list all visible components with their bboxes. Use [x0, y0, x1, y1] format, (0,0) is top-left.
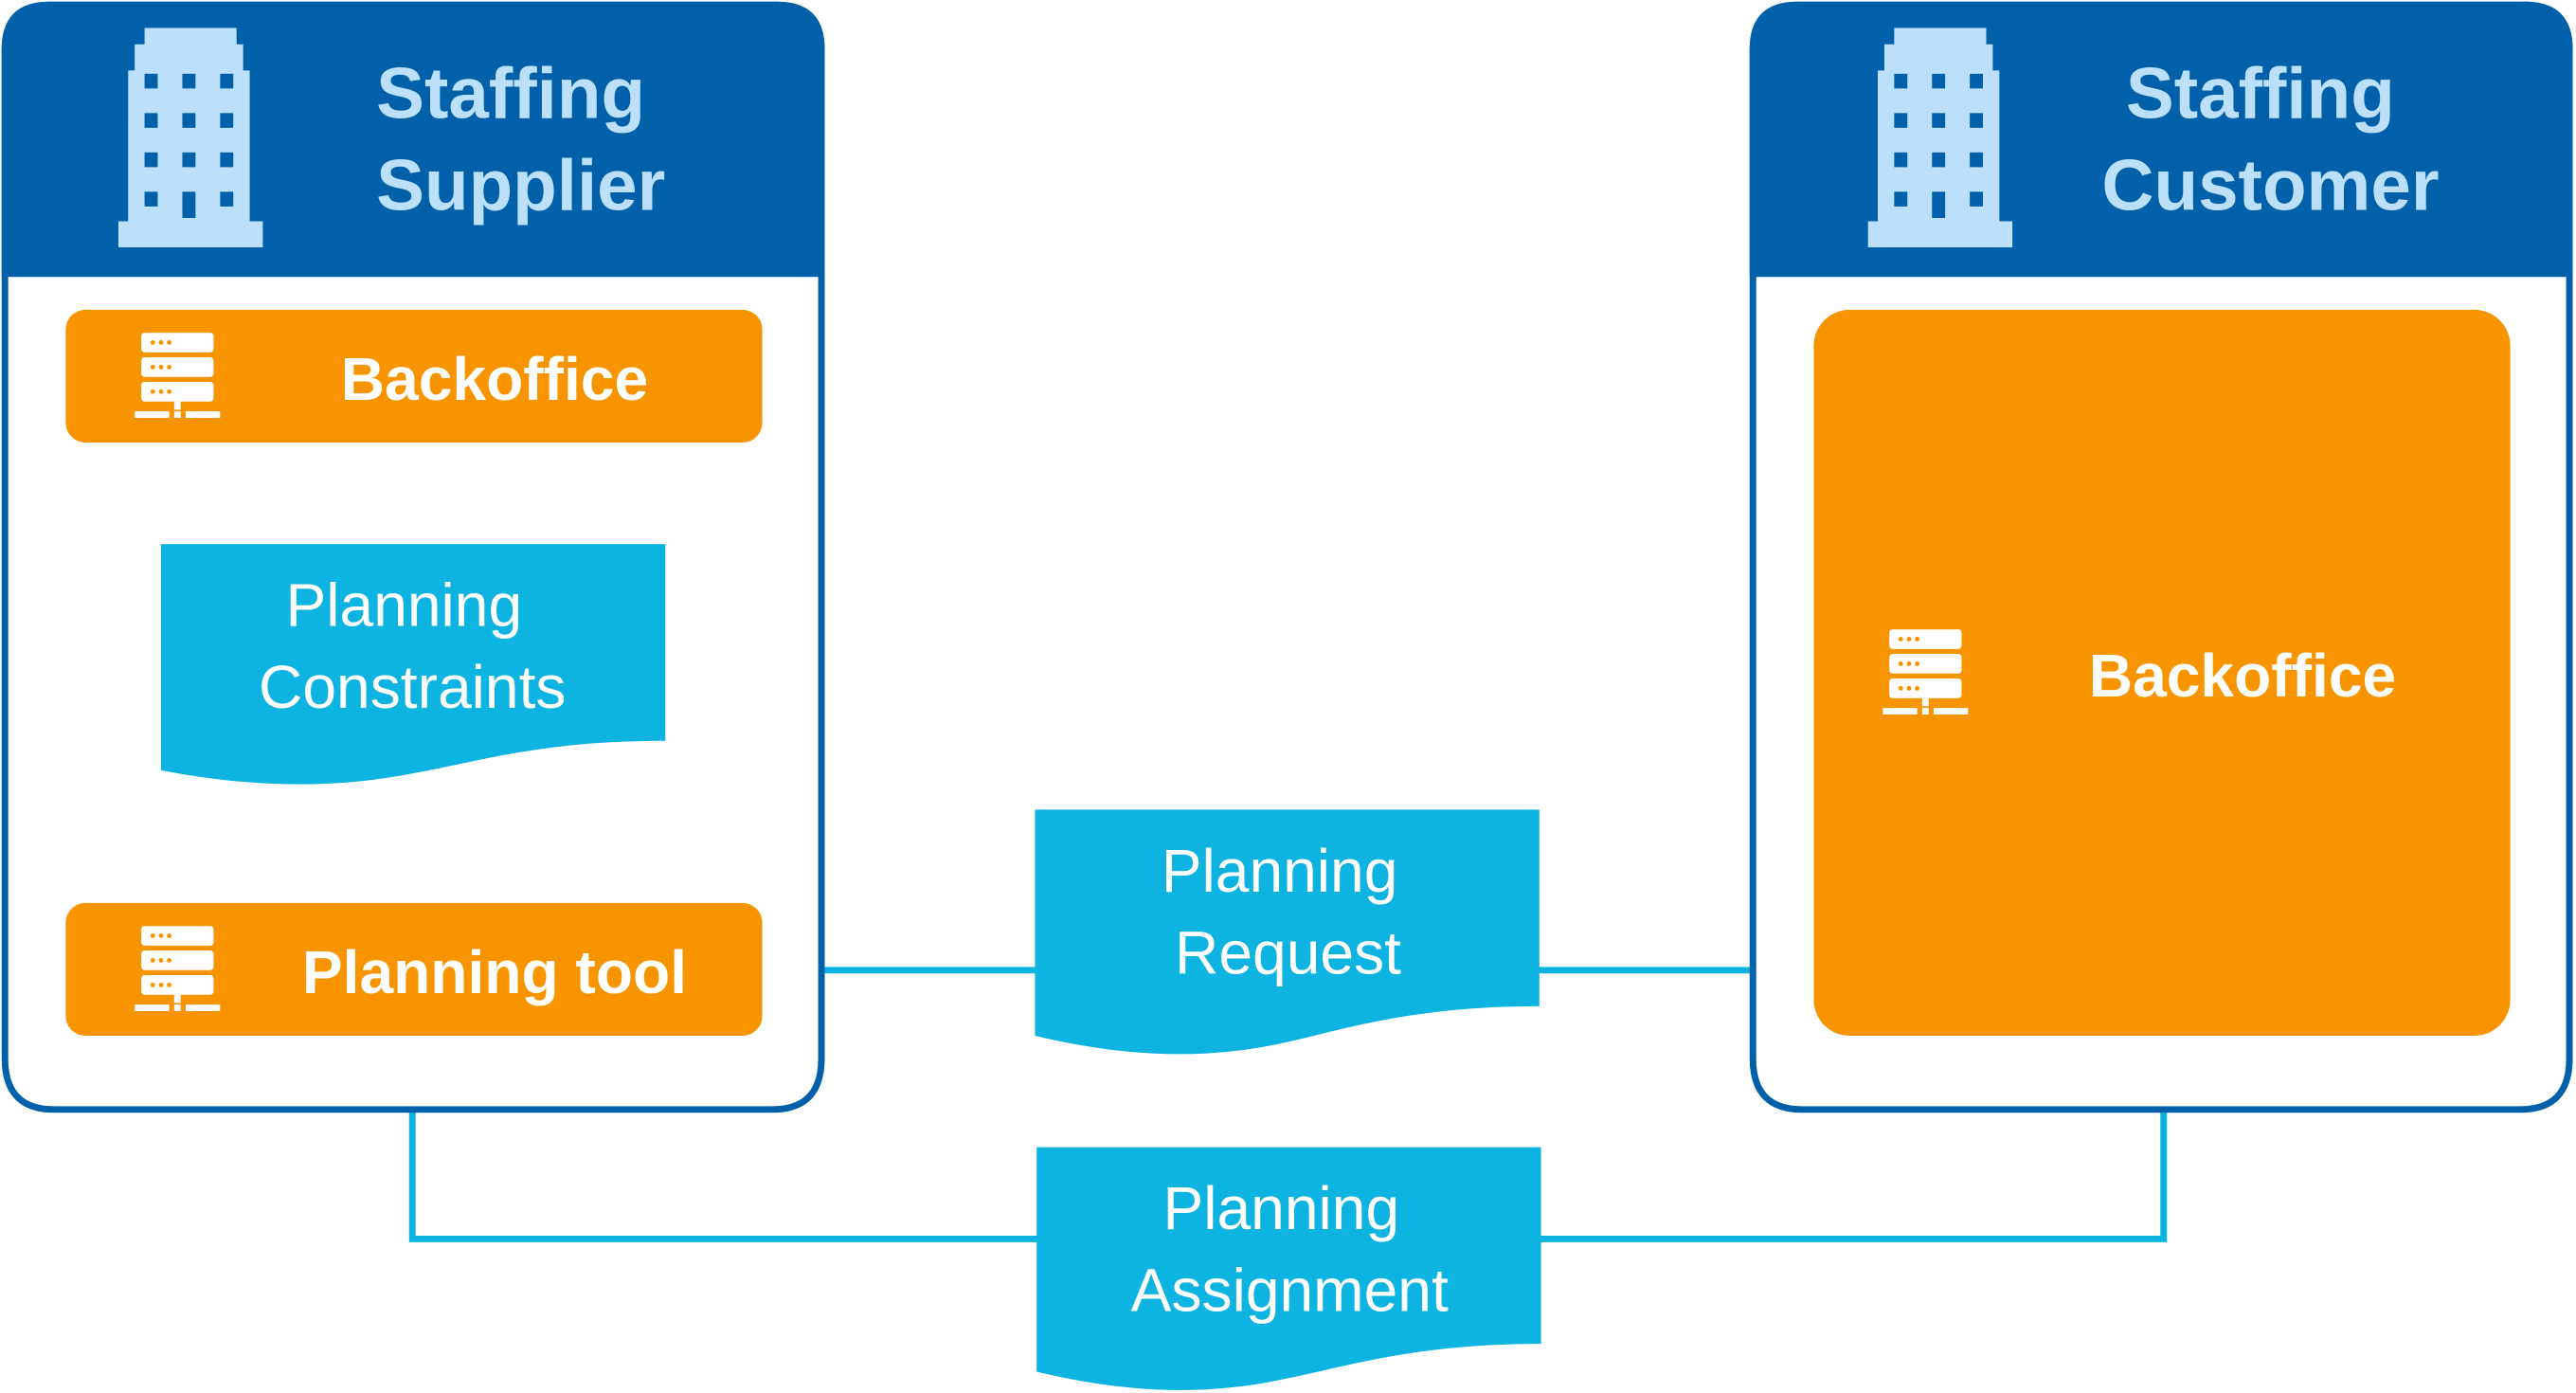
- system-label: Backoffice: [341, 345, 648, 413]
- system-box-customer-backoffice[interactable]: Backoffice: [1813, 309, 2511, 1036]
- org-panel-customer: Staffing Customer Backoffice: [1749, 1, 2573, 1113]
- system-box-supplier-backoffice[interactable]: Backoffice: [65, 309, 763, 443]
- building-icon: [1867, 27, 2013, 248]
- document-label: Planning Constraints: [259, 571, 566, 721]
- document-planning-constraints[interactable]: Planning Constraints: [160, 544, 666, 785]
- system-label: Backoffice: [2089, 642, 2396, 710]
- org-title-customer: Staffing Customer: [2101, 54, 2439, 226]
- org-title-supplier: Staffing Supplier: [376, 54, 665, 226]
- document-planning-assignment[interactable]: Planning Assignment: [1036, 1147, 1541, 1390]
- system-box-planning-tool[interactable]: Planning tool: [65, 902, 763, 1036]
- document-planning-request[interactable]: Planning Request: [1035, 809, 1540, 1055]
- document-shape: [160, 544, 666, 785]
- document-label: Planning Assignment: [1131, 1174, 1449, 1324]
- document-label: Planning Request: [1162, 837, 1415, 986]
- document-shape: [1035, 809, 1540, 1055]
- building-icon: [117, 27, 263, 248]
- system-label: Planning tool: [302, 938, 687, 1006]
- document-shape: [1036, 1147, 1541, 1390]
